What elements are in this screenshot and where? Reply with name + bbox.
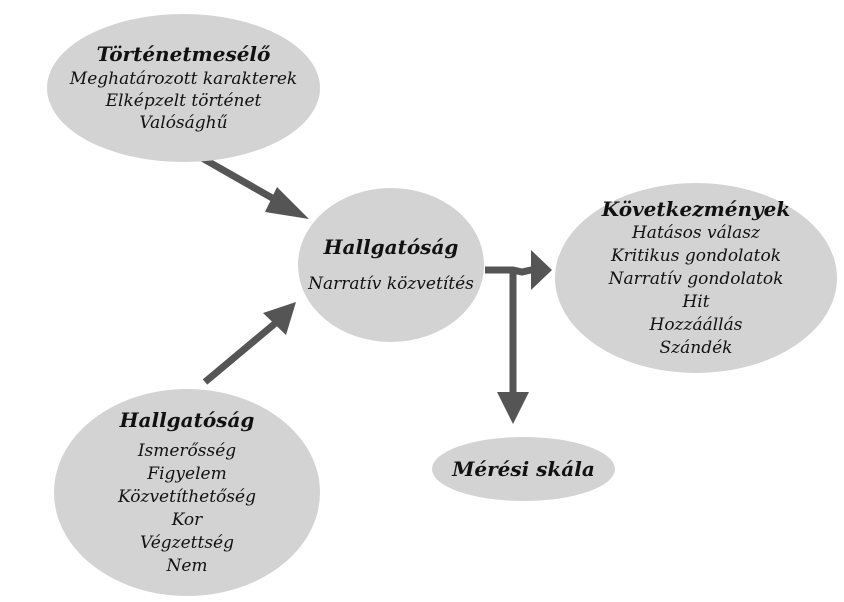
consequences-title: Következmények [601, 196, 791, 221]
audience-bottom-title: Hallgatóság [119, 407, 255, 432]
audience-center-node: Hallgatóság Narratív közvetítés [298, 188, 484, 342]
consequences-item: Narratív gondolatok [608, 268, 784, 289]
audience-bottom-item: Közvetíthetőség [118, 486, 256, 507]
audience-bottom-item: Kor [171, 509, 203, 530]
consequences-item: Szándék [659, 337, 733, 358]
audience-center-title: Hallgatóság [323, 235, 459, 259]
storyteller-item: Elképzelt történet [105, 91, 262, 111]
storyteller-node: Történetmesélő Meghatározott karakterek … [47, 14, 320, 162]
audience-center-item: Narratív közvetítés [308, 274, 474, 294]
audience-bottom-item: Ismerősség [137, 440, 237, 461]
storyteller-item: Meghatározott karakterek [69, 69, 298, 89]
arrowhead-storyteller-to-audience [265, 187, 309, 219]
arrowhead-audience-bottom-to-audience [263, 302, 296, 335]
measurement-title: Mérési skála [452, 457, 595, 481]
storyteller-title: Történetmesélő [96, 42, 271, 66]
audience-bottom-node: Hallgatóság Ismerősség Figyelem Közvetít… [54, 389, 320, 596]
consequences-item: Hit [682, 291, 710, 312]
audience-bottom-item: Végzettség [139, 532, 234, 553]
consequences-item: Kritikus gondolatok [610, 245, 782, 266]
consequences-item: Hatásos válasz [631, 222, 760, 243]
audience-bottom-item: Figyelem [147, 463, 227, 484]
audience-bottom-item: Nem [166, 555, 208, 576]
arrow-audience-bottom-to-audience [202, 318, 281, 385]
storyteller-item: Valósághű [139, 113, 228, 133]
measurement-node: Mérési skála [432, 437, 615, 501]
consequences-node: Következmények Hatásos válasz Kritikus g… [555, 183, 837, 373]
arrowhead-audience-to-measurement [497, 392, 529, 424]
consequences-item: Hozzáállás [649, 314, 743, 335]
arrowhead-audience-to-consequences [531, 250, 552, 290]
